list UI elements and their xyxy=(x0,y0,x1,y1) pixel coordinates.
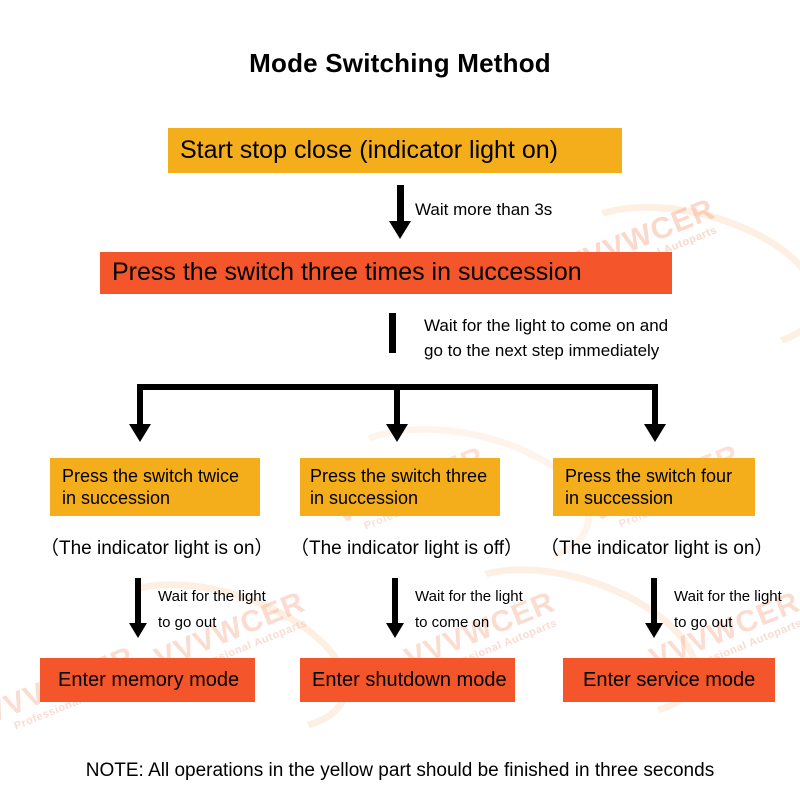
edge-label-branch-1: Wait for the light to go out xyxy=(158,588,266,632)
caption-branch-3: （The indicator light is on） xyxy=(540,538,774,559)
arrow-head-icon xyxy=(129,424,151,442)
node-branch-1-step-label: Press the switch twice in succession xyxy=(62,465,240,509)
connector-branch-3-to-result xyxy=(651,578,657,625)
arrow-head-icon xyxy=(645,623,663,638)
connector-branch-1-to-result xyxy=(135,578,141,625)
arrow-head-icon xyxy=(644,424,666,442)
caption-branch-1: （The indicator light is on） xyxy=(40,538,274,559)
connector-branch-1 xyxy=(137,384,143,426)
node-branch-1-step: Press the switch twice in succession xyxy=(50,458,260,516)
connector-start-to-press3 xyxy=(397,185,404,223)
node-press-three-times-label: Press the switch three times in successi… xyxy=(112,258,582,287)
node-branch-1-result-label: Enter memory mode xyxy=(58,668,240,691)
edge-label-wait-3s: Wait more than 3s xyxy=(415,200,553,219)
node-branch-3-step-label: Press the switch four in succession xyxy=(565,465,733,509)
connector-press3-to-branches xyxy=(389,313,396,353)
caption-branch-2: （The indicator light is off） xyxy=(290,538,524,559)
page-title: Mode Switching Method xyxy=(249,48,551,78)
arrow-head-icon xyxy=(386,424,408,442)
node-branch-2-result: Enter shutdown mode xyxy=(300,658,515,702)
edge-label-branch-3: Wait for the light to go out xyxy=(674,588,782,632)
arrow-head-icon xyxy=(129,623,147,638)
node-branch-3-result: Enter service mode xyxy=(563,658,775,702)
connector-branch-3 xyxy=(652,384,658,426)
node-branch-3-result-label: Enter service mode xyxy=(583,668,756,691)
edge-label-wait-light-on: Wait for the light to come on and go to … xyxy=(424,316,669,360)
node-branch-2-step: Press the switch three in succession xyxy=(300,458,500,516)
node-branch-2-step-label: Press the switch three in succession xyxy=(310,465,488,509)
node-branch-1-result: Enter memory mode xyxy=(40,658,255,702)
arrow-head-icon xyxy=(389,221,411,239)
footnote-note: NOTE: All operations in the yellow part … xyxy=(85,760,715,781)
node-branch-3-step: Press the switch four in succession xyxy=(553,458,755,516)
node-press-three-times: Press the switch three times in successi… xyxy=(100,252,672,294)
node-branch-2-result-label: Enter shutdown mode xyxy=(312,668,507,691)
connector-branch-2-to-result xyxy=(392,578,398,625)
connector-branch-2 xyxy=(394,384,400,426)
arrow-head-icon xyxy=(386,623,404,638)
edge-label-branch-2: Wait for the light to come on xyxy=(415,588,523,632)
node-start-label: Start stop close (indicator light on) xyxy=(180,135,558,164)
node-start: Start stop close (indicator light on) xyxy=(168,128,622,173)
